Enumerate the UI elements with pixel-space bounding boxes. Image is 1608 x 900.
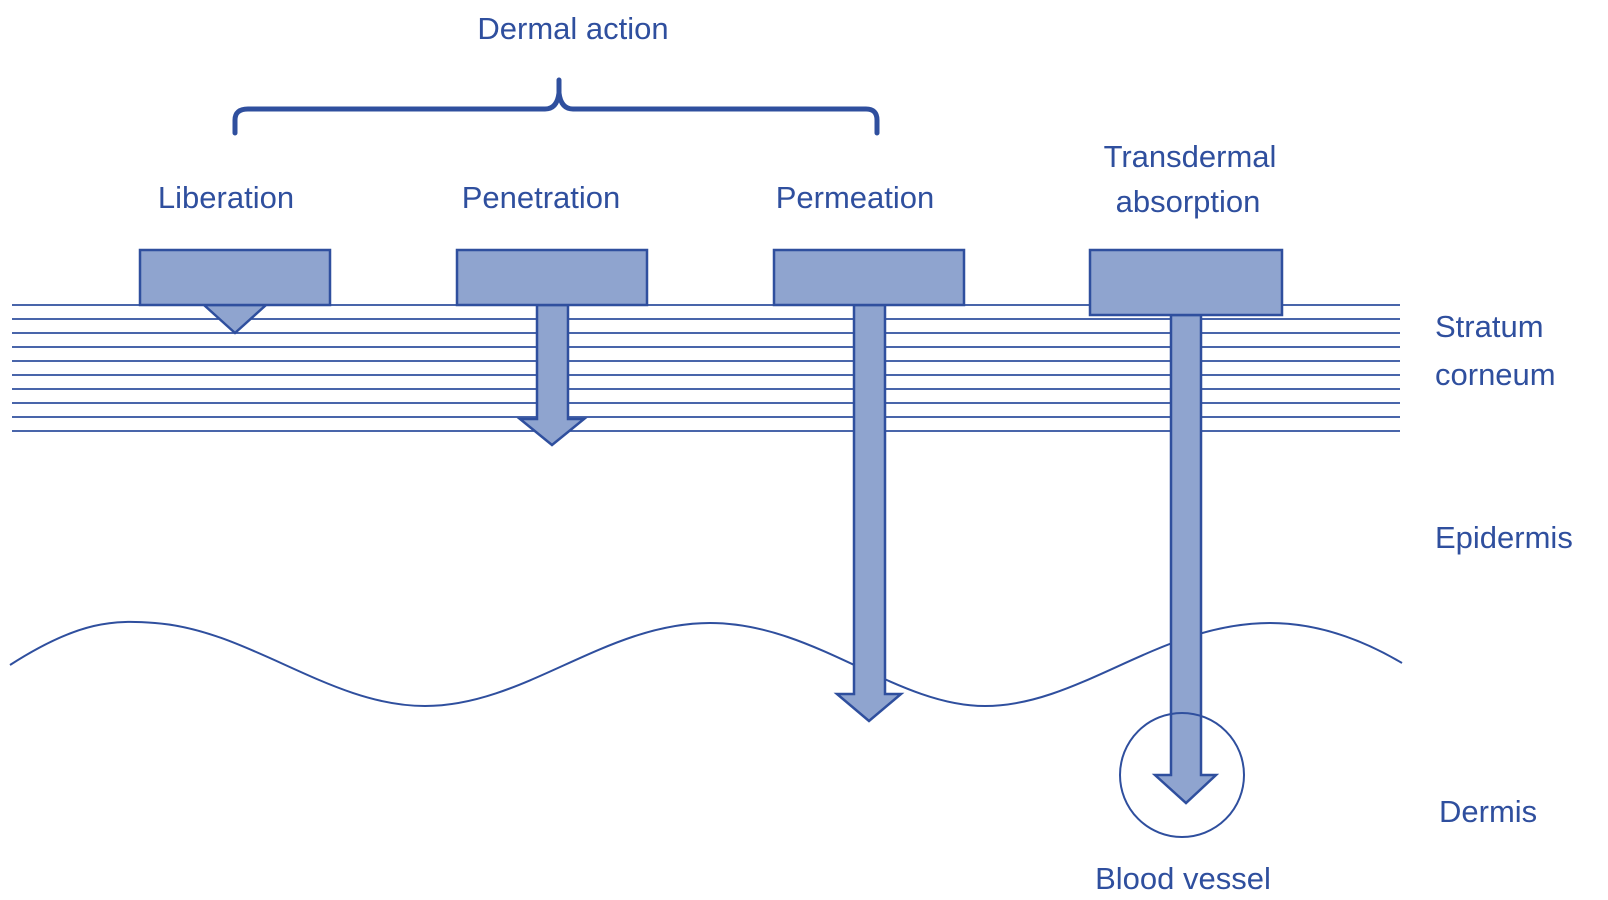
permeation-box: [772, 248, 966, 307]
liberation-marker: [138, 248, 332, 335]
permeation-arrow: [833, 303, 905, 723]
dermal-action-label: Dermal action: [477, 11, 668, 46]
permeation-label: Permeation: [776, 180, 935, 215]
penetration-arrow: [516, 303, 588, 447]
permeation-marker: [772, 248, 966, 723]
transdermal-label-line2: absorption: [1116, 184, 1261, 219]
epidermis-label: Epidermis: [1435, 520, 1573, 555]
stratum-label-line1: Stratum: [1435, 309, 1544, 344]
dermal-action-brace: [232, 77, 880, 136]
penetration-marker: [455, 248, 649, 447]
dermis-label: Dermis: [1439, 794, 1537, 829]
blood-vessel-circle: [1119, 712, 1245, 838]
transdermal-box: [1088, 248, 1284, 317]
liberation-label: Liberation: [158, 180, 294, 215]
epidermis-dermis-boundary: [9, 620, 1403, 708]
penetration-box: [455, 248, 649, 307]
transdermal-arrow: [1151, 313, 1220, 805]
blood-vessel-label: Blood vessel: [1095, 861, 1271, 896]
stratum-label-line2: corneum: [1435, 357, 1556, 392]
transdermal-label-line1: Transdermal: [1104, 139, 1277, 174]
penetration-label: Penetration: [462, 180, 621, 215]
liberation-box: [138, 248, 332, 307]
transdermal-marker: [1088, 248, 1284, 805]
